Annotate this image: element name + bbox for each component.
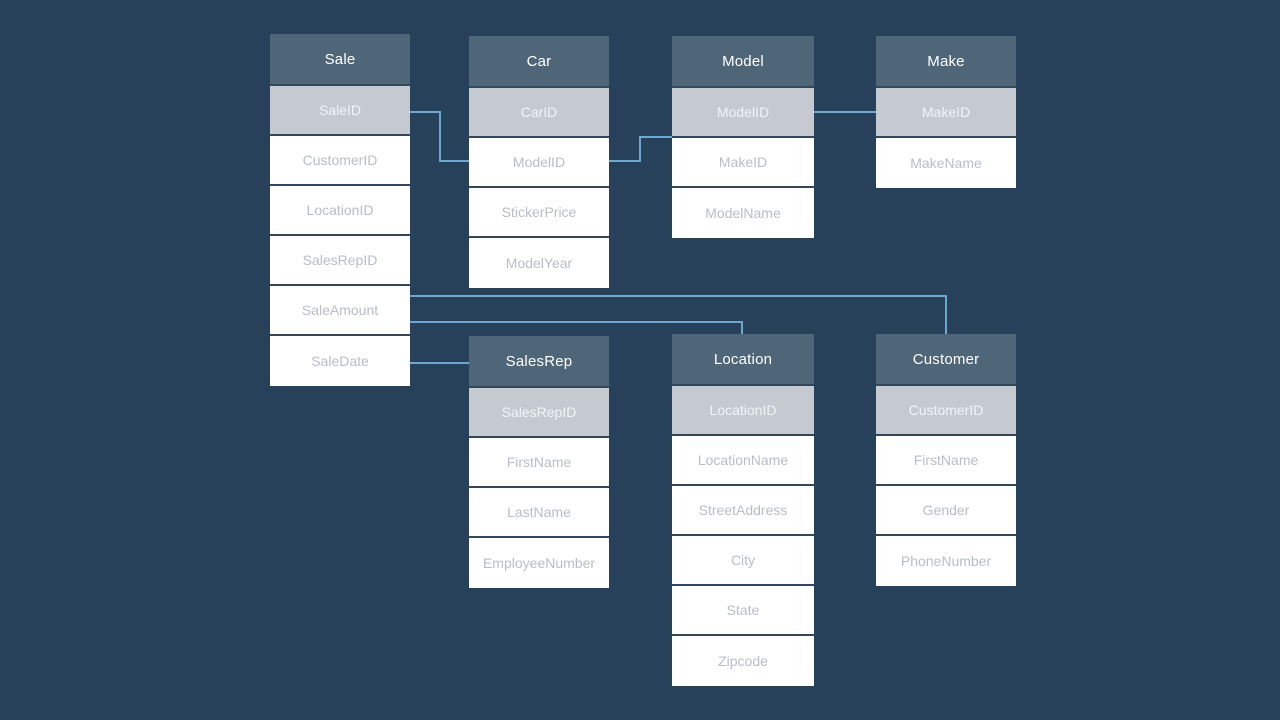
entity-field[interactable]: EmployeeNumber	[469, 538, 609, 588]
entity-field[interactable]: FirstName	[469, 438, 609, 488]
relationship-line	[410, 295, 947, 334]
entity-title: Customer	[876, 334, 1016, 386]
entity-field[interactable]: LastName	[469, 488, 609, 538]
entity-field[interactable]: SaleDate	[270, 336, 410, 386]
entity-title: Sale	[270, 34, 410, 86]
entity-title: Car	[469, 36, 609, 88]
entity-field[interactable]: PhoneNumber	[876, 536, 1016, 586]
entity-field[interactable]: MakeID	[672, 138, 814, 188]
entity-field[interactable]: MakeName	[876, 138, 1016, 188]
entity-field[interactable]: State	[672, 586, 814, 636]
entity-title: Location	[672, 334, 814, 386]
entity-field[interactable]: StickerPrice	[469, 188, 609, 238]
relationship-line	[609, 136, 672, 162]
entity-field[interactable]: LocationName	[672, 436, 814, 486]
entity-field[interactable]: ModelID	[469, 138, 609, 188]
primary-key-field[interactable]: MakeID	[876, 88, 1016, 138]
entity-field[interactable]: ModelYear	[469, 238, 609, 288]
primary-key-field[interactable]: SalesRepID	[469, 388, 609, 438]
entity-field[interactable]: City	[672, 536, 814, 586]
entity-field[interactable]: SalesRepID	[270, 236, 410, 286]
entity-title: Make	[876, 36, 1016, 88]
primary-key-field[interactable]: ModelID	[672, 88, 814, 138]
entity-title: Model	[672, 36, 814, 88]
relationship-line	[410, 321, 743, 334]
relationship-line	[410, 111, 469, 162]
entity-field[interactable]: ModelName	[672, 188, 814, 238]
primary-key-field[interactable]: CarID	[469, 88, 609, 138]
entity-field[interactable]: FirstName	[876, 436, 1016, 486]
primary-key-field[interactable]: LocationID	[672, 386, 814, 436]
entity-field[interactable]: CustomerID	[270, 136, 410, 186]
entity-field[interactable]: Zipcode	[672, 636, 814, 686]
primary-key-field[interactable]: CustomerID	[876, 386, 1016, 436]
entity-field[interactable]: StreetAddress	[672, 486, 814, 536]
entity-title: SalesRep	[469, 336, 609, 388]
primary-key-field[interactable]: SaleID	[270, 86, 410, 136]
entity-field[interactable]: LocationID	[270, 186, 410, 236]
entity-field[interactable]: Gender	[876, 486, 1016, 536]
entity-field[interactable]: SaleAmount	[270, 286, 410, 336]
